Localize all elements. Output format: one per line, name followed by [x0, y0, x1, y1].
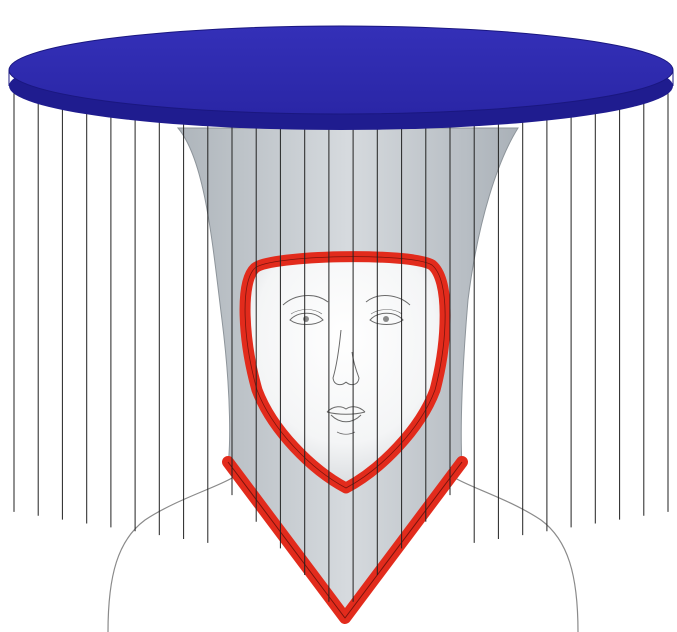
hat-brim [9, 26, 673, 130]
